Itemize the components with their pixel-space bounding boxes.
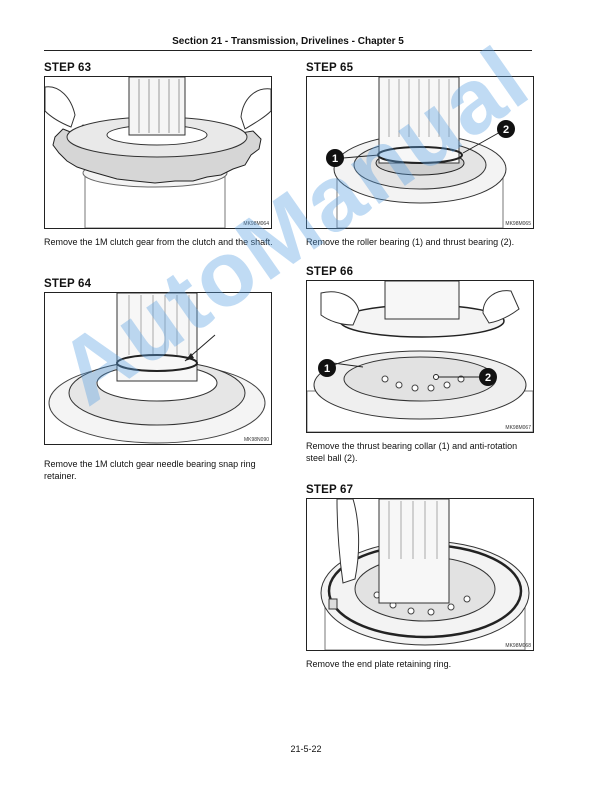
step-63-figure: MK98M064 <box>44 76 272 229</box>
step-63-figure-code: MK98M064 <box>243 221 269 227</box>
header-rule <box>44 50 532 51</box>
step-65-caption: Remove the roller bearing (1) and thrust… <box>306 237 515 247</box>
page-number: 21-5-22 <box>290 744 322 754</box>
snap-ring-illustration <box>48 293 266 444</box>
step-64-figure: MK98N090 <box>44 292 272 445</box>
step-66-title: STEP 66 <box>306 266 354 278</box>
callout-2-label: 2 <box>485 372 491 384</box>
step-66-figure-code: MK98M067 <box>505 425 531 431</box>
page-header: Section 21 - Transmission, Drivelines - … <box>172 36 404 47</box>
step-67-title: STEP 67 <box>306 484 354 496</box>
step-65-callouts: 1 2 <box>326 120 515 167</box>
step-66-caption: Remove the thrust bearing collar (1) and… <box>306 441 518 463</box>
callout-1-label: 1 <box>332 153 338 165</box>
step-63-title: STEP 63 <box>44 62 92 74</box>
step-63-caption: Remove the 1M clutch gear from the clutc… <box>44 237 273 247</box>
roller-bearing-illustration <box>333 77 507 228</box>
step-65-figure-code: MK98M065 <box>505 221 531 227</box>
step-67-caption: Remove the end plate retaining ring. <box>306 659 452 669</box>
step-67-figure-code: MK98M068 <box>505 643 531 649</box>
callout-1-label: 1 <box>324 363 330 375</box>
step-65-title: STEP 65 <box>306 62 354 74</box>
step-67-figure: MK98M068 <box>306 498 534 651</box>
retaining-ring-illustration <box>320 499 530 650</box>
step-66-callouts: 1 2 <box>318 359 497 386</box>
step-64-caption: Remove the 1M clutch gear needle bearing… <box>44 459 256 481</box>
clutch-gear-illustration <box>45 77 271 228</box>
callout-2-label: 2 <box>503 124 509 136</box>
step-66-figure: 1 2 MK98M067 <box>306 280 534 433</box>
step-64-title: STEP 64 <box>44 278 92 290</box>
step-64-figure-code: MK98N090 <box>243 437 269 443</box>
step-65-figure: 1 2 MK98M065 <box>306 76 534 229</box>
thrust-collar-illustration <box>307 281 533 432</box>
